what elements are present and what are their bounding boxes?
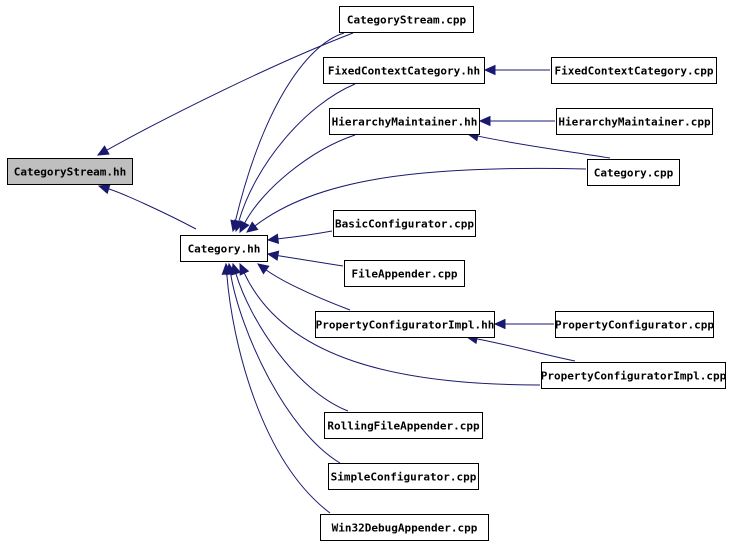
edge-fixedcontextcategory-cpp-to-fixedcontextcategory-hh	[483, 64, 550, 76]
node-label: PropertyConfiguratorImpl.cpp	[541, 370, 727, 383]
node-categorystream-hh: CategoryStream.hh	[7, 158, 133, 185]
edge-win32debugappender-cpp-to-category-hh	[221, 262, 331, 514]
node-box	[541, 362, 726, 389]
node-fixedcontextcategory-cpp[interactable]: FixedContextCategory.cpp	[551, 57, 717, 84]
node-label: CategoryStream.cpp	[347, 14, 467, 27]
node-label: CategoryStream.hh	[14, 166, 127, 179]
edge-line	[226, 273, 331, 514]
edge-line	[265, 269, 351, 311]
node-box	[324, 412, 483, 439]
edge-arrowhead	[246, 221, 259, 233]
node-label: FixedContextCategory.hh	[328, 65, 480, 78]
node-label: Win32DebugAppender.cpp	[332, 522, 478, 535]
edge-propertyconfigurator-cpp-to-propertyconfiguratorimpl-hh	[493, 318, 554, 330]
node-label: HierarchyMaintainer.hh	[332, 116, 478, 129]
node-category-cpp[interactable]: Category.cpp	[587, 159, 680, 186]
edge-propertyconfiguratorimpl-cpp-to-category-hh	[239, 262, 541, 386]
edge-line	[477, 135, 611, 159]
edge-line	[277, 255, 344, 267]
edge-arrowhead	[97, 184, 111, 195]
node-hierarchymaintainer-hh[interactable]: HierarchyMaintainer.hh	[329, 108, 480, 135]
node-label: FileAppender.cpp	[352, 268, 458, 281]
node-box	[323, 57, 485, 84]
edge-category-cpp-to-category-hh	[246, 167, 587, 233]
node-rollingfileappender-cpp[interactable]: RollingFileAppender.cpp	[324, 412, 483, 439]
node-propertyconfiguratorimpl-cpp[interactable]: PropertyConfiguratorImpl.cpp	[541, 362, 727, 389]
edges-layer	[96, 32, 611, 514]
node-label: PropertyConfigurator.cpp	[555, 319, 714, 332]
edge-line	[243, 272, 541, 386]
node-simpleconfigurator-cpp[interactable]: SimpleConfigurator.cpp	[328, 463, 479, 490]
node-label: HierarchyMaintainer.cpp	[558, 116, 711, 129]
edge-line	[108, 188, 197, 230]
edge-line	[238, 83, 356, 222]
node-box	[329, 108, 480, 135]
edge-line	[476, 338, 576, 362]
node-basicconfigurator-cpp[interactable]: BasicConfigurator.cpp	[333, 210, 476, 237]
node-hierarchymaintainer-cpp[interactable]: HierarchyMaintainer.cpp	[556, 108, 713, 135]
node-box	[339, 6, 474, 33]
edge-line	[277, 230, 333, 240]
node-box	[344, 260, 465, 287]
node-label: BasicConfigurator.cpp	[335, 218, 474, 231]
node-win32debugappender-cpp[interactable]: Win32DebugAppender.cpp	[320, 514, 489, 541]
edge-fixedcontextcategory-hh-to-category-hh	[233, 83, 356, 233]
node-box	[315, 311, 495, 338]
node-box	[180, 235, 268, 262]
node-box	[551, 57, 717, 84]
node-categorystream-cpp[interactable]: CategoryStream.cpp	[339, 6, 474, 33]
node-label: FixedContextCategory.cpp	[555, 65, 714, 78]
node-box	[555, 311, 714, 338]
edge-propertyconfiguratorimpl-hh-to-category-hh	[257, 263, 351, 311]
edge-arrowhead	[266, 233, 280, 245]
node-category-hh[interactable]: Category.hh	[180, 235, 268, 262]
node-fileappender-cpp[interactable]: FileAppender.cpp	[344, 260, 465, 287]
node-box	[328, 463, 479, 490]
node-box	[587, 159, 680, 186]
node-label: RollingFileAppender.cpp	[327, 420, 480, 433]
edge-arrowhead	[483, 64, 496, 76]
node-label: PropertyConfiguratorImpl.hh	[316, 319, 495, 332]
edge-propertyconfiguratorimpl-cpp-to-propertyconfiguratorimpl-hh	[465, 333, 576, 362]
edge-category-cpp-to-hierarchymaintainer-hh	[466, 131, 611, 159]
node-box	[333, 210, 476, 237]
edge-arrowhead	[478, 115, 491, 127]
edge-arrowhead	[493, 318, 506, 330]
edge-line	[234, 32, 345, 222]
edge-hierarchymaintainer-hh-to-category-hh	[239, 134, 356, 234]
node-fixedcontextcategory-hh[interactable]: FixedContextCategory.hh	[323, 57, 485, 84]
edge-line	[244, 134, 356, 224]
edge-arrowhead	[239, 262, 250, 276]
node-propertyconfiguratorimpl-hh[interactable]: PropertyConfiguratorImpl.hh	[315, 311, 495, 338]
node-label: Category.cpp	[594, 167, 674, 180]
edge-category-hh-to-categorystream-hh	[97, 184, 197, 230]
edge-hierarchymaintainer-cpp-to-hierarchymaintainer-hh	[478, 115, 556, 127]
edge-arrowhead	[257, 263, 270, 275]
edge-arrowhead	[239, 220, 250, 234]
edge-line	[235, 273, 349, 412]
edge-basicconfigurator-cpp-to-category-hh	[266, 230, 333, 245]
node-label: Category.hh	[188, 243, 261, 256]
edge-line	[254, 167, 587, 227]
node-box	[320, 514, 489, 541]
edge-arrowhead	[266, 250, 280, 261]
edge-arrowhead	[221, 262, 233, 275]
edge-fileappender-cpp-to-category-hh	[266, 250, 344, 267]
node-label: SimpleConfigurator.cpp	[331, 471, 477, 484]
node-box	[7, 158, 133, 185]
edge-line	[230, 273, 341, 464]
node-propertyconfigurator-cpp[interactable]: PropertyConfigurator.cpp	[555, 311, 714, 338]
edge-arrowhead	[96, 145, 110, 156]
node-box	[556, 108, 713, 135]
